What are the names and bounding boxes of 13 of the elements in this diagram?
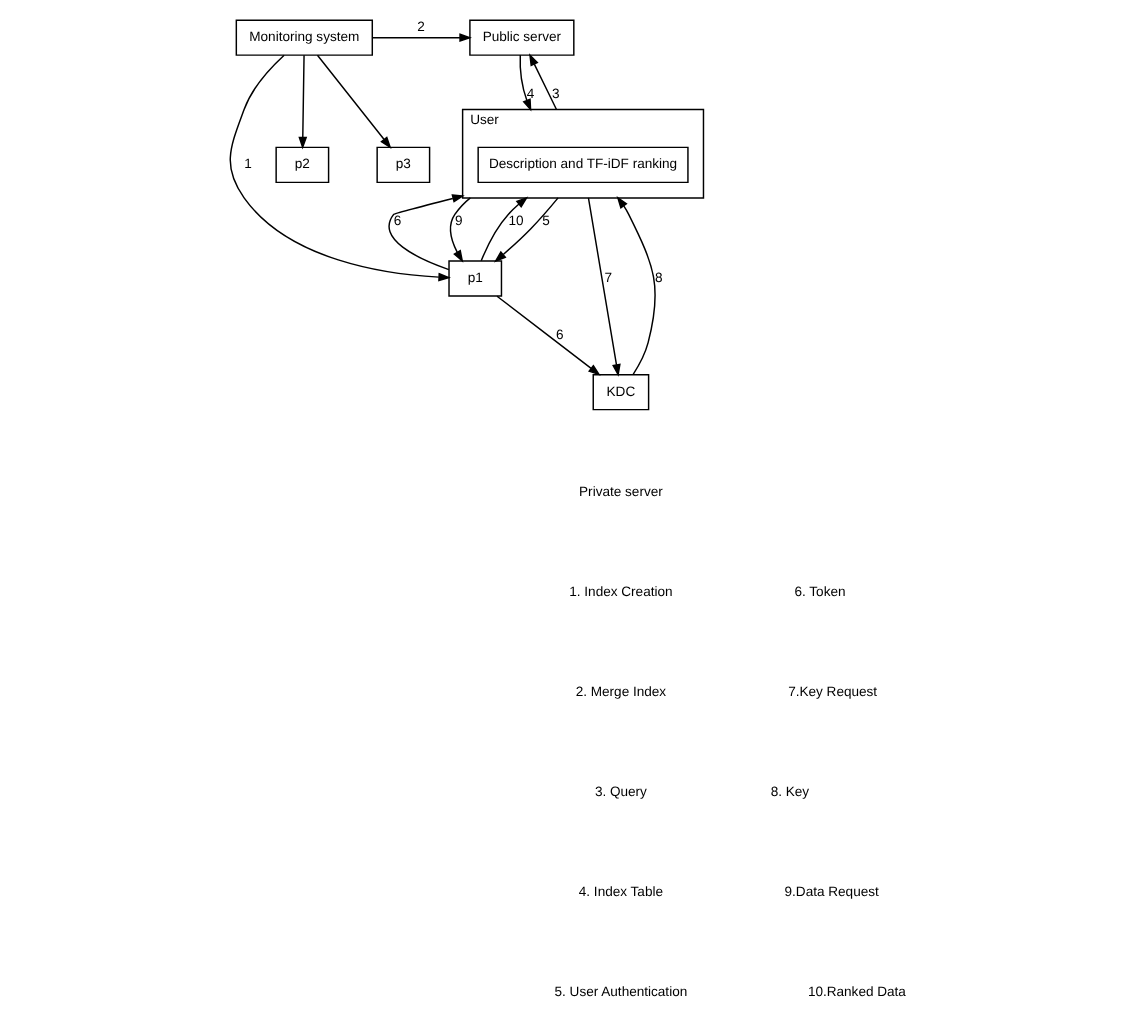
arrow (494, 197, 559, 263)
arrow (449, 197, 472, 263)
arrow (587, 197, 621, 377)
arrow (298, 54, 308, 150)
arrow (229, 54, 451, 282)
arrow (316, 54, 392, 149)
arrow (388, 194, 465, 271)
arrow (371, 33, 472, 43)
arrow (480, 196, 529, 262)
arrow (496, 295, 601, 376)
arrow (616, 196, 656, 376)
arrow (519, 54, 532, 112)
arrow (529, 53, 558, 111)
